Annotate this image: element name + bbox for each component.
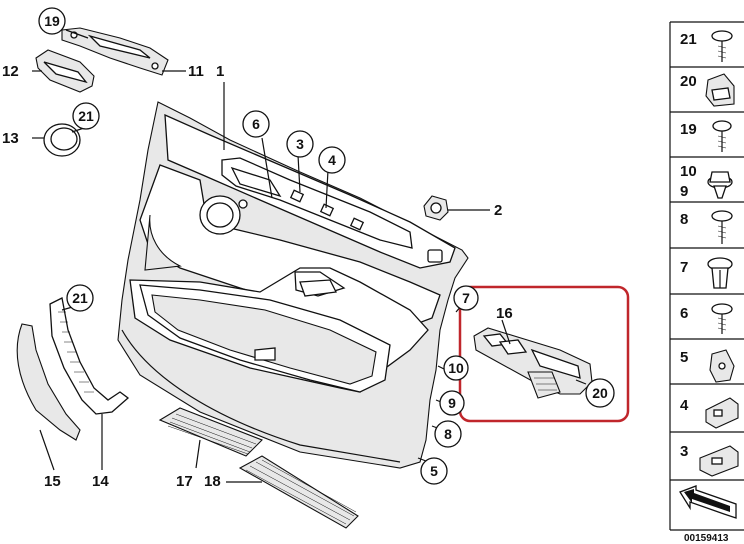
parts-item-8-label: 8 bbox=[680, 211, 688, 228]
callout-21b: 21 bbox=[66, 284, 94, 312]
callout-12-label: 12 bbox=[2, 63, 19, 80]
callout-5-label: 5 bbox=[430, 463, 438, 479]
callout-3: 3 bbox=[286, 130, 314, 158]
callout-21a-label: 21 bbox=[78, 108, 94, 124]
callout-8-label: 8 bbox=[444, 426, 452, 442]
parts-item-21-label: 21 bbox=[680, 31, 697, 48]
callout-21b-label: 21 bbox=[72, 290, 88, 306]
callout-11-label: 11 bbox=[188, 63, 204, 80]
callout-20-label: 20 bbox=[592, 385, 608, 401]
callout-9-label: 9 bbox=[448, 395, 456, 411]
parts-item-5-label: 5 bbox=[680, 349, 688, 366]
callout-19-label: 19 bbox=[44, 13, 60, 29]
clip-plate-icon bbox=[705, 73, 735, 107]
callout-14-label: 14 bbox=[92, 473, 109, 490]
callout-19: 19 bbox=[38, 7, 66, 35]
switch-clip-part-2 bbox=[423, 195, 449, 221]
callout-16-label: 16 bbox=[496, 305, 513, 322]
callout-1-label: 1 bbox=[216, 63, 224, 80]
callout-3-label: 3 bbox=[296, 136, 304, 152]
handle-bracket-part-11 bbox=[61, 27, 169, 76]
screw-icon bbox=[711, 30, 733, 62]
parts-item-19-label: 19 bbox=[680, 121, 697, 138]
callout-17-label: 17 bbox=[176, 473, 193, 490]
door-trim-panel bbox=[117, 101, 469, 469]
callout-7-label: 7 bbox=[462, 290, 470, 306]
bracket-icon bbox=[699, 445, 739, 477]
cover-cap-part-13 bbox=[43, 123, 81, 157]
callout-5: 5 bbox=[420, 457, 448, 485]
arrow-icon bbox=[679, 485, 737, 519]
callout-2-label: 2 bbox=[494, 202, 502, 219]
grab-handle-cover-part-15 bbox=[16, 323, 81, 441]
expansion-nut-icon bbox=[707, 171, 733, 199]
screw-icon bbox=[711, 303, 733, 334]
screw-icon bbox=[712, 120, 732, 152]
callout-10: 10 bbox=[443, 355, 469, 381]
callout-13-label: 13 bbox=[2, 130, 19, 147]
callout-20: 20 bbox=[585, 378, 615, 408]
parts-item-9-label: 9 bbox=[680, 183, 688, 200]
parts-column: 21 20 19 10 9 8 7 bbox=[669, 21, 744, 531]
parts-item-4-label: 4 bbox=[680, 397, 689, 414]
push-rivet-icon bbox=[707, 257, 733, 289]
screw-icon bbox=[711, 210, 733, 244]
door-handle-shell-part-12 bbox=[35, 49, 95, 93]
grab-handle-carrier-part-14 bbox=[49, 297, 130, 415]
spring-nut-icon bbox=[709, 349, 735, 383]
callout-21a: 21 bbox=[72, 102, 100, 130]
parts-item-20-label: 20 bbox=[680, 73, 697, 90]
callout-7: 7 bbox=[453, 285, 479, 311]
parts-item-10-label: 10 bbox=[680, 163, 697, 180]
callout-8: 8 bbox=[434, 420, 462, 448]
callout-10-label: 10 bbox=[448, 360, 464, 376]
speaker-grill-part-17 bbox=[158, 407, 263, 457]
callout-4: 4 bbox=[318, 146, 346, 174]
parts-item-6-label: 6 bbox=[680, 305, 688, 322]
callout-6: 6 bbox=[242, 110, 270, 138]
speaker-grill-part-18 bbox=[238, 455, 359, 529]
highlight-frame bbox=[458, 285, 630, 423]
callout-18-label: 18 bbox=[204, 473, 221, 490]
callout-15-label: 15 bbox=[44, 473, 61, 490]
parts-item-3-label: 3 bbox=[680, 443, 688, 460]
callout-4-label: 4 bbox=[328, 152, 336, 168]
bracket-icon bbox=[705, 397, 739, 429]
callout-labels: 19 12 11 1 21 13 6 3 4 2 21 7 16 20 10 9… bbox=[2, 7, 615, 490]
window-switch-carrier-part-16 bbox=[473, 327, 593, 399]
parts-item-7-label: 7 bbox=[680, 259, 688, 276]
callout-6-label: 6 bbox=[252, 116, 260, 132]
callout-9: 9 bbox=[439, 390, 465, 416]
reference-number: 00159413 bbox=[684, 533, 729, 544]
